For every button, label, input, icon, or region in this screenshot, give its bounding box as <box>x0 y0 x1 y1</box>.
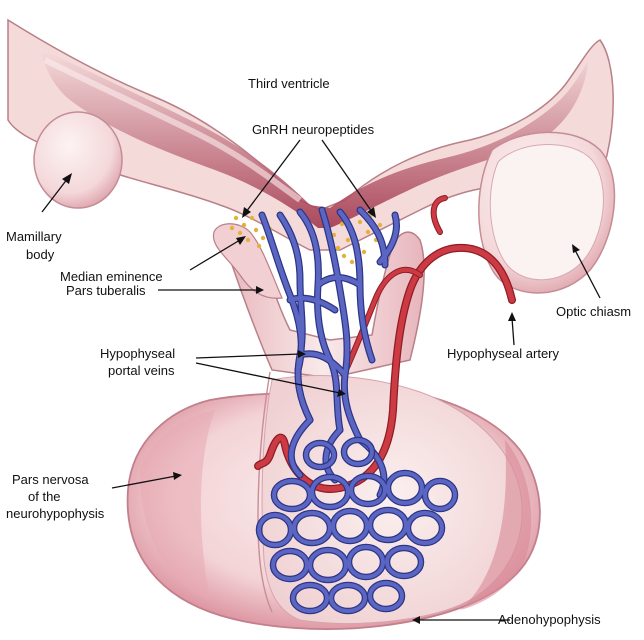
portal-veins <box>258 206 400 499</box>
label-pars-nervosa-3: neurohypophysis <box>6 506 105 521</box>
label-mamillary-1: Mamillary <box>6 229 62 244</box>
label-third-ventricle: Third ventricle <box>248 76 330 91</box>
hypothalamus-tissue <box>7 18 614 251</box>
label-median-eminence: Median eminence <box>60 269 163 284</box>
leader-lines <box>41 139 601 624</box>
label-adenohypophysis: Adenohypophysis <box>498 612 601 627</box>
label-pars-nervosa-2: of the <box>28 489 61 504</box>
capillary-plexus <box>255 436 459 615</box>
labels: Third ventricle GnRH neuropeptides Mamil… <box>6 76 631 627</box>
hypophyseal-artery <box>254 195 516 493</box>
label-portal-1: Hypophyseal <box>100 346 175 361</box>
label-hyp-artery: Hypophyseal artery <box>447 346 559 361</box>
optic-chiasm <box>478 131 616 294</box>
mamillary-body <box>33 111 123 209</box>
label-mamillary-2: body <box>26 247 55 262</box>
label-portal-2: portal veins <box>108 363 175 378</box>
label-optic-chiasm: Optic chiasm <box>556 304 631 319</box>
label-gnrh: GnRH neuropeptides <box>252 122 375 137</box>
label-pars-nervosa-1: Pars nervosa <box>12 472 89 487</box>
label-pars-tuberalis: Pars tuberalis <box>66 283 146 298</box>
